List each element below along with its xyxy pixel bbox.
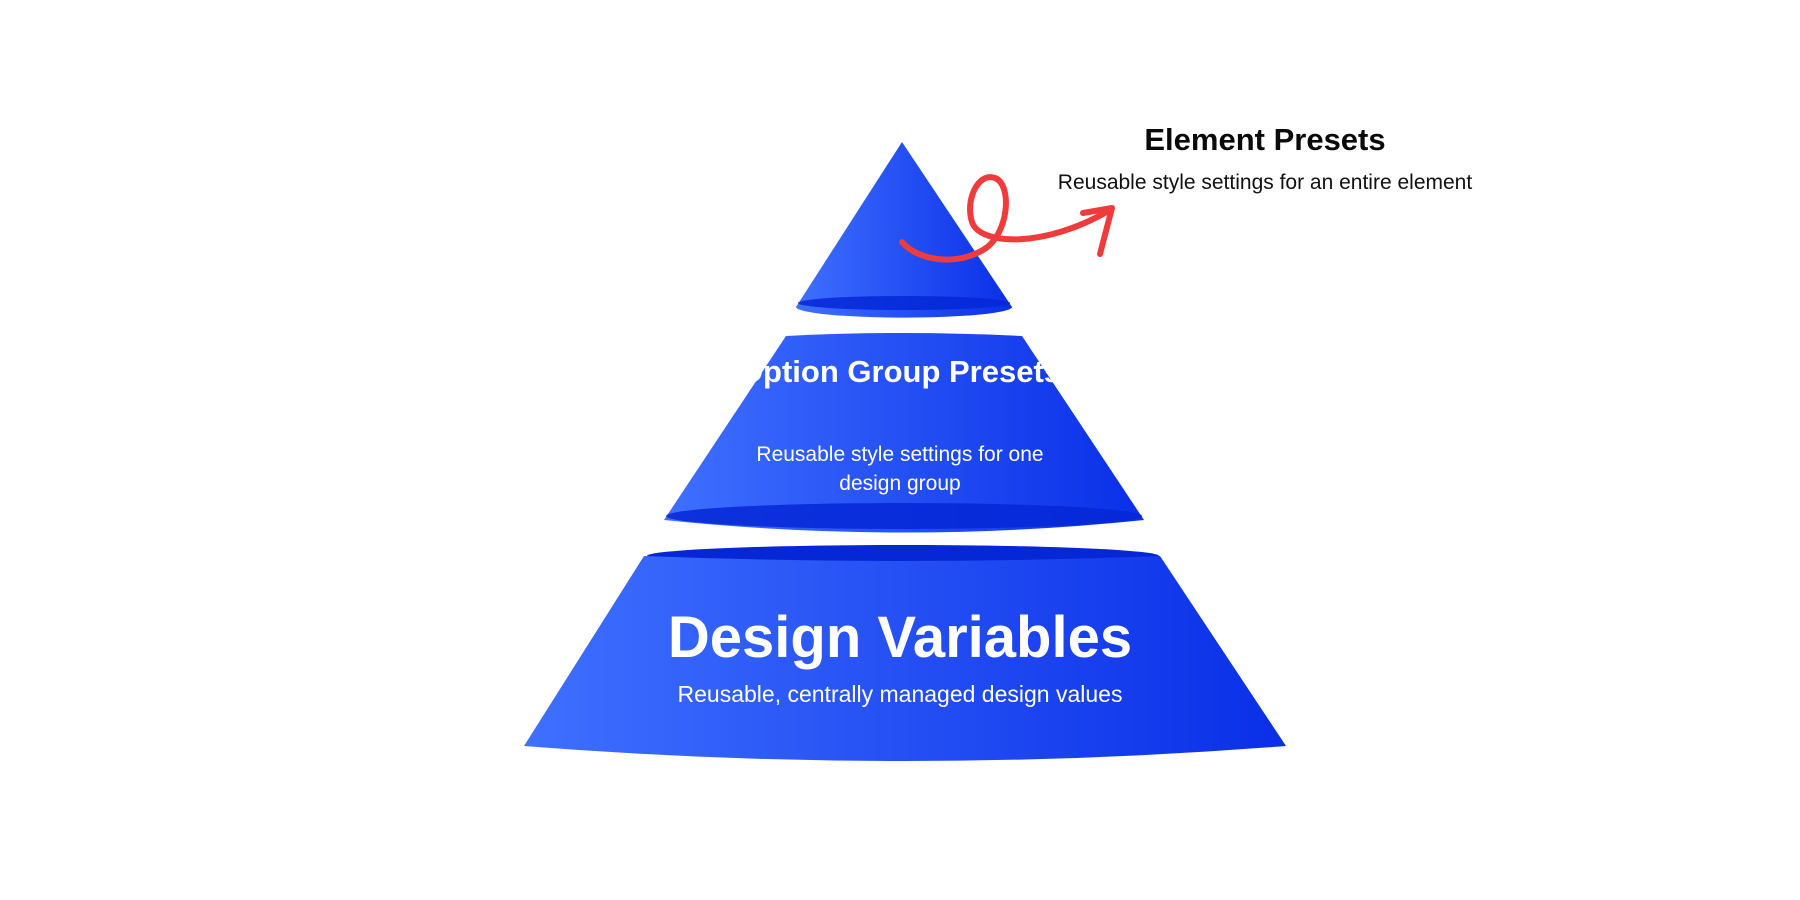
element-presets-description: Reusable style settings for an entire el… (1057, 171, 1473, 194)
option-group-presets-description: Reusable style settings for one design g… (756, 443, 1044, 495)
tier-middle-shape (664, 333, 1144, 533)
design-variables-title: Design Variables (667, 605, 1133, 670)
tier-top-shape (796, 142, 1012, 318)
design-variables-description: Reusable, centrally managed design value… (677, 681, 1123, 707)
element-presets-title: Element Presets (1144, 122, 1386, 157)
curly-arrow-icon (899, 174, 1115, 263)
option-group-presets-title: Option Group Presets (738, 354, 1062, 389)
tier-base-shape (524, 545, 1286, 761)
